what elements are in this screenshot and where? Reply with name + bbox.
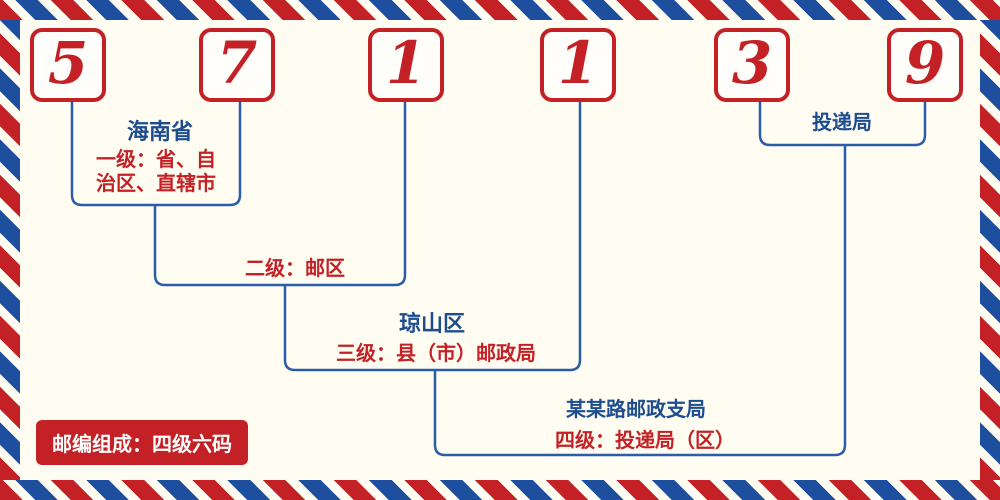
digit-box-3: 1 [368,28,444,102]
level1-desc-line1: 一级：省、自 [96,149,216,171]
airmail-border-top [0,0,1000,20]
delivery-bracket [758,100,927,147]
level3-connector [283,100,582,372]
airmail-border-right [980,20,1000,480]
footer-badge: 邮编组成：四级六码 [36,420,248,465]
digit-box-1: 5 [30,28,106,102]
digit-box-5: 3 [714,28,790,102]
level3-name: 琼山区 [398,311,466,336]
level4-desc: 四级：投递局（区） [555,430,735,452]
digit-5: 3 [731,29,773,97]
airmail-border-left [0,20,20,480]
level1-name: 海南省 [126,119,194,144]
digit-2: 7 [216,29,258,97]
digit-6: 9 [904,29,946,97]
airmail-border-bottom [0,480,1000,500]
digit-1: 5 [47,29,89,97]
digit-box-4: 1 [540,28,616,102]
digit-4: 1 [557,29,599,97]
digit-box-2: 7 [199,28,275,102]
digit-3: 1 [385,29,427,97]
level1-desc-line2: 治区、直辖市 [96,173,216,195]
digit-box-6: 9 [887,28,963,102]
level2-connector [153,100,407,287]
level3-desc: 三级：县（市）邮政局 [336,343,536,365]
delivery-office-label: 投递局 [812,112,872,134]
level2-desc: 二级：邮区 [245,258,345,280]
level4-name: 某某路邮政支局 [566,399,706,421]
level4-connector [433,145,847,457]
